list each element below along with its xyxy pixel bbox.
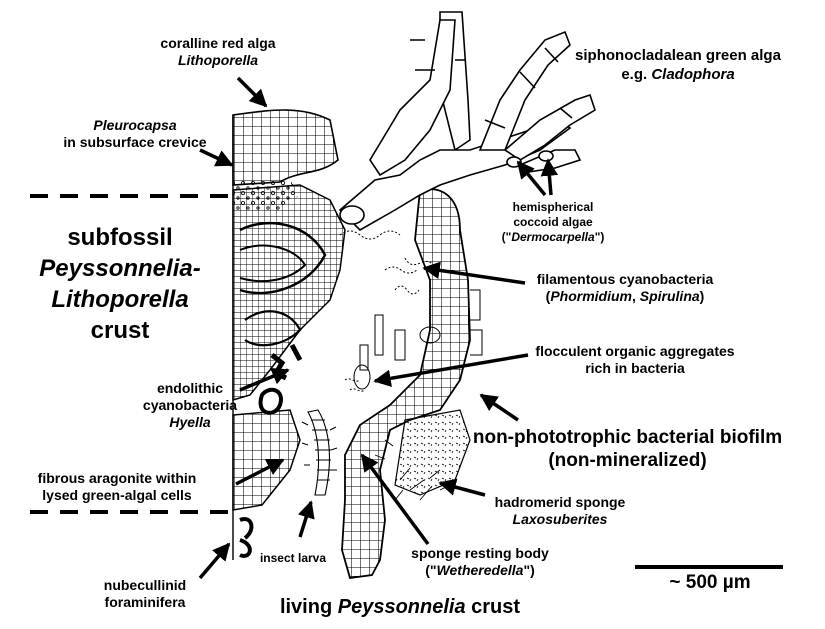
arrow-insect: [300, 502, 311, 537]
label-coccoid-algae: hemispherical coccoid algae ("Dermocarpe…: [488, 200, 618, 245]
label-fibrous-aragonite: fibrous aragonite within lysed green-alg…: [12, 470, 222, 504]
arrow-nubecullinid: [200, 544, 229, 578]
label-hadromerid-sponge: hadromerid sponge Laxosuberites: [480, 494, 640, 528]
label-scale-bar: ~ 500 µm: [640, 571, 780, 594]
label-coralline: coralline red alga Lithoporella: [143, 35, 293, 69]
label-flocculent-aggregates: flocculent organic aggregates rich in ba…: [520, 343, 750, 377]
arrow-biofilm: [481, 395, 518, 420]
subfossil-crust-shape: [233, 110, 345, 560]
arrow-pleurocapsa: [200, 150, 232, 165]
label-bacterial-biofilm: non-phototrophic bacterial biofilm (non-…: [455, 426, 800, 472]
label-living-crust: living Peyssonnelia crust: [245, 596, 555, 619]
label-subfossil-crust: subfossil Peyssonnelia- Lithoporella cru…: [20, 222, 220, 346]
label-endolithic-cyanobacteria: endolithic cyanobacteria Hyella: [130, 380, 250, 431]
label-pleurocapsa: Pleurocapsa in subsurface crevice: [55, 117, 215, 151]
label-nubecullinid-foraminifera: nubecullinid foraminifera: [90, 577, 200, 611]
label-filamentous-cyanobacteria: filamentous cyanobacteria (Phormidium, S…: [520, 271, 730, 305]
arrow-coralline: [238, 78, 266, 106]
label-siphonocladalean: siphonocladalean green alga e.g. Cladoph…: [558, 46, 798, 84]
arrow-sponge: [440, 483, 485, 495]
label-insect-larva: insect larva: [243, 551, 343, 566]
label-sponge-resting-body: sponge resting body ("Wetheredella"): [400, 545, 560, 579]
insect-larva-shape: [302, 410, 337, 495]
cladophora-filaments: [340, 12, 595, 230]
